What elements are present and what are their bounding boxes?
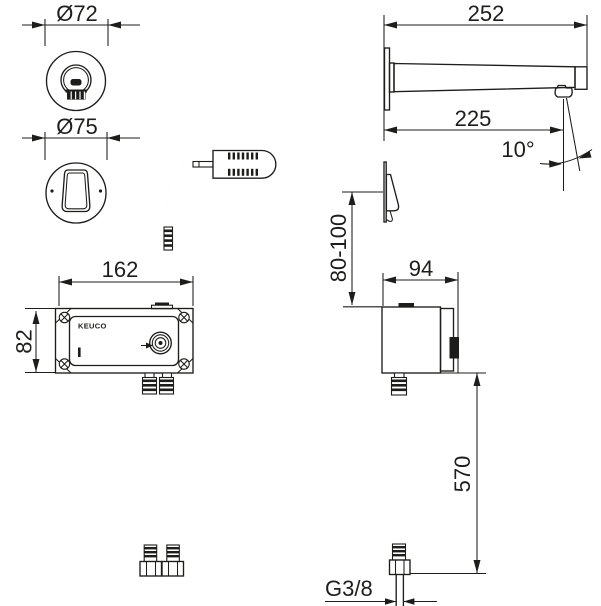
corner-screws <box>58 311 190 370</box>
aerator-outlet <box>67 91 86 100</box>
dim-hose-length: 570 <box>410 373 486 575</box>
hose-fitting-top-left <box>141 376 158 395</box>
housing <box>54 307 194 374</box>
screw-hole-left <box>50 189 54 193</box>
dim-spout-aerator-length: 225 <box>384 106 563 134</box>
cable-connector <box>163 226 174 251</box>
dim-control-height: 82 <box>12 307 56 374</box>
sensor-window <box>61 169 91 213</box>
dim-label-spray-angle: 10° <box>501 137 534 162</box>
hose-fitting-top-side <box>390 376 408 396</box>
dim-label-sensor-diameter: Ø75 <box>56 114 98 139</box>
top-button <box>155 302 169 306</box>
hex-nut-side <box>388 559 411 576</box>
knob-arrow <box>146 342 153 349</box>
spout-front-view <box>45 50 107 112</box>
dim-label-thread: G3/8 <box>325 576 373 601</box>
sensor-probe-cable <box>163 149 277 251</box>
dim-spout-total-length: 252 <box>383 1 588 141</box>
hose-fitting-bottom-left <box>143 544 158 563</box>
control-unit-front-view: KEUCO <box>54 302 194 374</box>
probe-body <box>212 149 277 179</box>
connector-block <box>449 337 459 359</box>
aerator-side <box>554 84 573 98</box>
cover-panel <box>68 315 180 367</box>
brand-label: KEUCO <box>78 322 107 331</box>
hose-side-view <box>388 372 411 606</box>
dim-label-control-depth: 94 <box>409 256 433 281</box>
dim-connection-thread: G3/8 <box>325 576 437 605</box>
hose-fitting-top-right <box>158 376 175 395</box>
probe-ribs <box>228 152 258 176</box>
hose-fitting-bottom-right <box>166 544 180 563</box>
sensor-front-view <box>45 162 107 224</box>
dim-label-hose-length: 570 <box>450 456 475 493</box>
top-button-side <box>398 303 414 308</box>
dim-spout-escutcheon-diameter: Ø72 <box>22 1 140 46</box>
dim-sensor-escutcheon-diameter: Ø75 <box>22 114 140 160</box>
screw-hole-right <box>98 189 103 193</box>
dim-label-spout-diameter: Ø72 <box>56 1 98 26</box>
wall-plate <box>383 47 391 111</box>
dim-label-control-height: 82 <box>12 329 37 353</box>
dim-label-aerator-length: 225 <box>455 106 492 131</box>
sensor-side-view <box>383 161 400 223</box>
spout-side-view <box>383 47 588 111</box>
sensor-wedge <box>385 173 400 212</box>
led-slot <box>78 347 81 357</box>
hex-nut-right <box>161 560 185 577</box>
adjustment-knob <box>149 331 172 355</box>
dim-control-width: 162 <box>58 257 194 306</box>
dim-label-mount-height: 80-100 <box>326 214 351 283</box>
dim-label-control-width: 162 <box>102 257 139 282</box>
aerator-hole <box>70 79 82 86</box>
dim-spray-angle: 10° <box>501 97 593 191</box>
hex-nut-left <box>139 560 163 577</box>
spout-body <box>393 62 576 93</box>
dim-sensor-mount-height: 80-100 <box>326 191 383 308</box>
spout-end-cap <box>574 66 588 90</box>
hoses-front-view <box>139 372 185 577</box>
housing-side <box>381 306 442 374</box>
dim-label-spout-total: 252 <box>468 1 505 26</box>
dim-control-depth: 94 <box>382 256 459 373</box>
control-unit-side-view <box>381 303 486 374</box>
hose-fitting-bottom-side <box>391 543 407 561</box>
